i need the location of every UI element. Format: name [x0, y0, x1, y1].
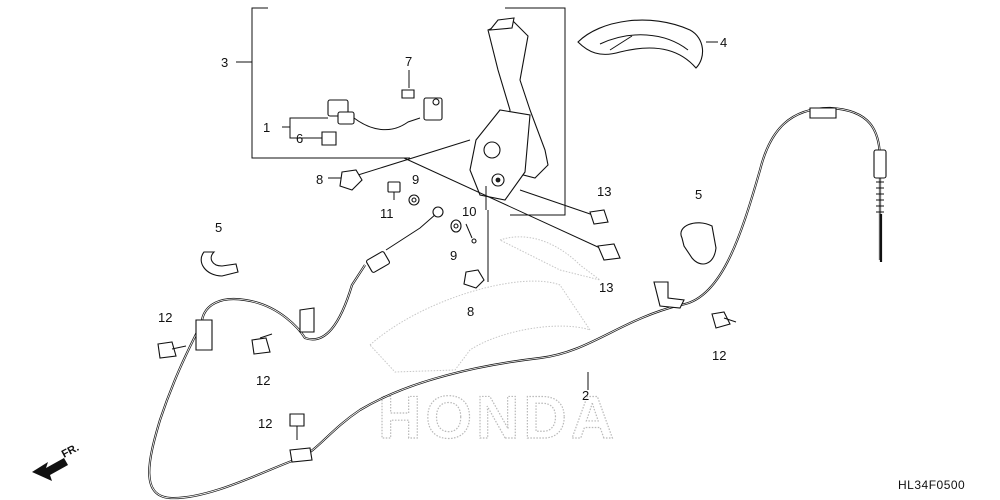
callout-13-upper: 13 [597, 184, 611, 199]
honda-watermark: HONDA [369, 236, 618, 452]
callout-7: 7 [405, 54, 412, 69]
callout-2: 2 [582, 388, 589, 403]
callout-6: 6 [296, 131, 303, 146]
callout-13-lower: 13 [599, 280, 613, 295]
lever-switch-harness [321, 89, 443, 146]
callout-11: 11 [380, 206, 394, 221]
callout-4: 4 [720, 35, 727, 50]
callout-1: 1 [263, 120, 270, 135]
callout-5-right: 5 [695, 187, 702, 202]
cable-clamps [200, 222, 717, 277]
drawing-code: HL34F0500 [898, 478, 965, 492]
front-direction-label: FR. [60, 442, 81, 461]
parking-brake-lever [469, 17, 549, 201]
callout-numbers: 1 2 3 4 5 5 6 7 8 8 9 9 10 11 12 12 12 1… [158, 35, 727, 431]
callout-9-upper: 9 [412, 172, 419, 187]
callout-12-lower: 12 [258, 416, 272, 431]
callout-9-lower: 9 [450, 248, 457, 263]
callout-3: 3 [221, 55, 228, 70]
callout-12-right: 12 [712, 348, 726, 363]
callout-12-middle: 12 [256, 373, 270, 388]
honda-watermark-text: HONDA [378, 384, 618, 451]
callout-10: 10 [462, 204, 476, 219]
front-direction-arrow: FR. [32, 442, 81, 481]
leader-lines [282, 70, 601, 282]
callout-8-upper: 8 [316, 172, 323, 187]
callout-8-lower: 8 [467, 304, 474, 319]
brake-cable [148, 106, 887, 500]
assembly-bracket [236, 7, 566, 216]
fasteners [157, 169, 737, 440]
lever-boot [577, 19, 718, 69]
callout-12-left: 12 [158, 310, 172, 325]
callout-5-left: 5 [215, 220, 222, 235]
